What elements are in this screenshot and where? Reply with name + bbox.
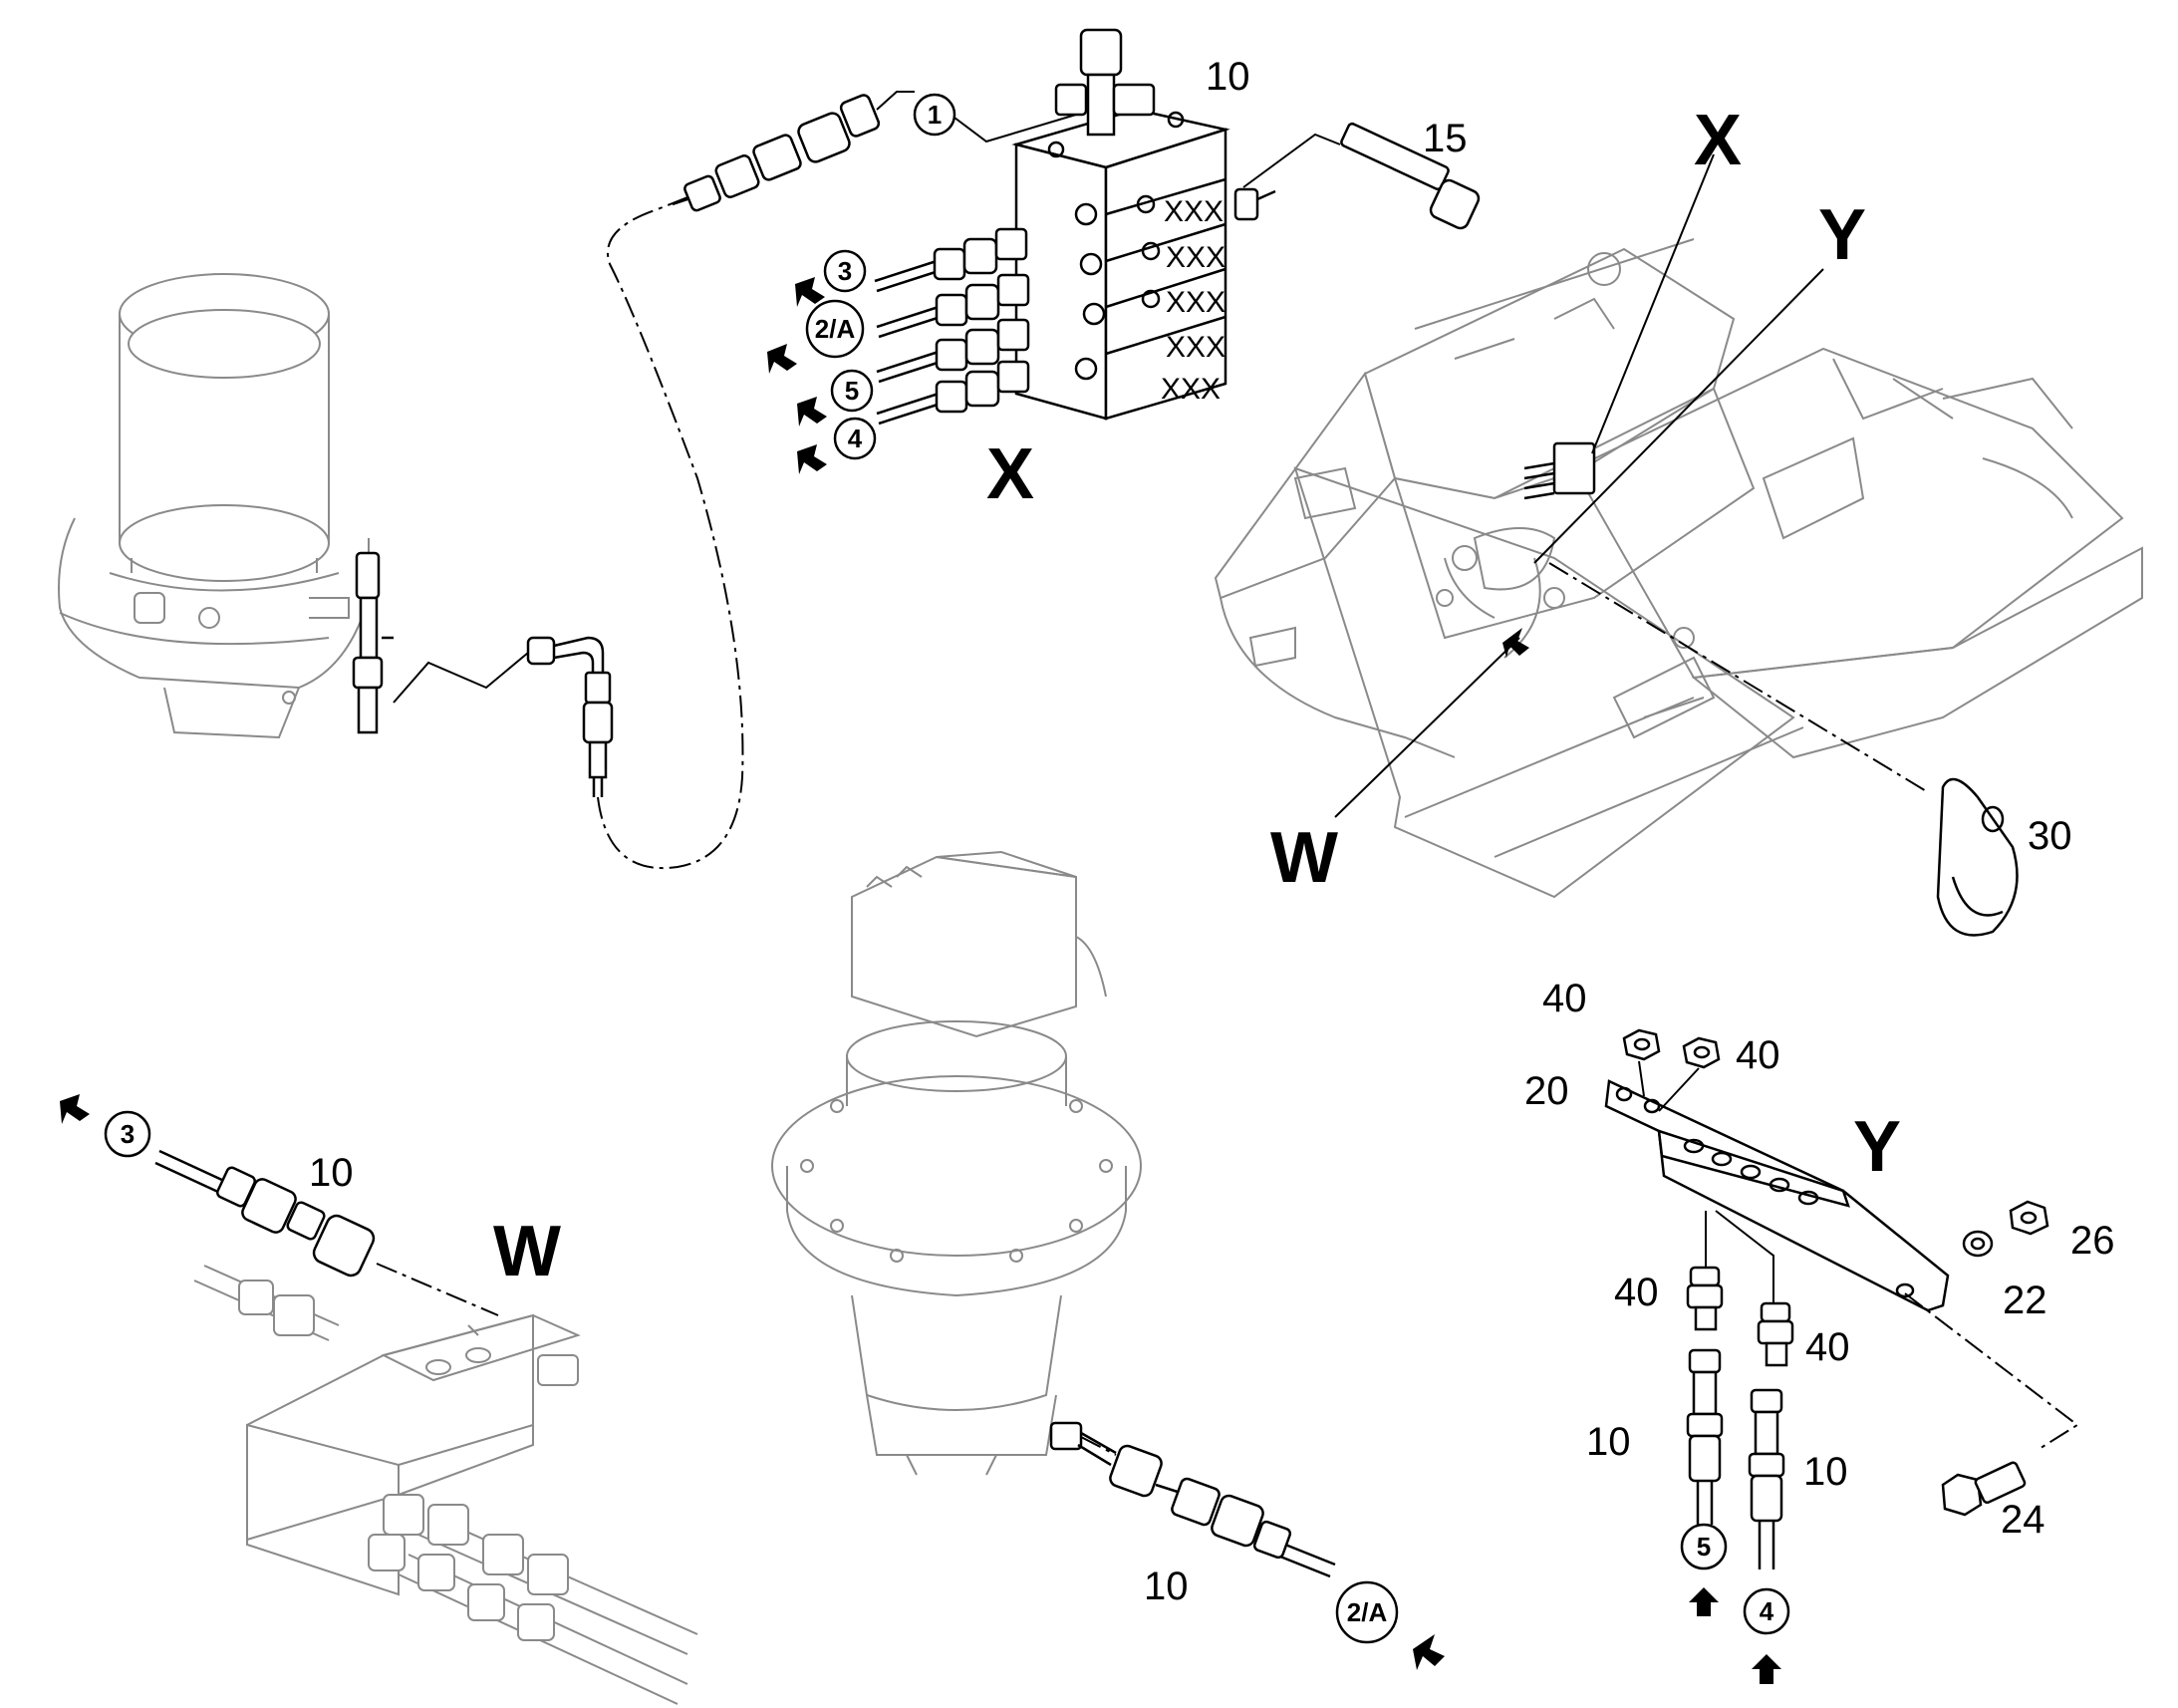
motor-dashed-line — [1080, 1436, 1117, 1456]
clamp-30 — [1936, 777, 2019, 937]
y-washer-22 — [1962, 1230, 1994, 1258]
motor-grease-fitting — [1049, 1421, 1117, 1467]
x-arrow-4 — [797, 444, 827, 474]
callout-y-40a: 40 — [1542, 977, 1587, 1020]
svg-text:2/A: 2/A — [1347, 1597, 1388, 1627]
motor-hose-fittings — [1109, 1444, 1336, 1578]
y-arrow-4 — [1752, 1654, 1781, 1684]
callout-x-15: 15 — [1423, 117, 1468, 160]
x-arrow-2a — [767, 344, 797, 374]
y-bolt-24 — [1941, 1461, 2027, 1517]
divider-valve-top-tee — [1054, 28, 1156, 137]
travel-motor-illustration — [771, 850, 1142, 1476]
pump-to-valve-hose-line — [597, 196, 744, 870]
frame-label-x: X — [1694, 101, 1742, 180]
divider-valve-block: XXX XXX XXX XXX XXX — [1011, 108, 1230, 421]
x-circled-5: 5 — [830, 369, 874, 413]
callout-y-40b: 40 — [1736, 1033, 1780, 1077]
y-bolt-dashed-line — [1904, 1292, 2079, 1451]
frame-mounted-valve-block — [1523, 441, 1596, 500]
motor-arrow — [1413, 1634, 1445, 1670]
pump-leader-line — [393, 652, 529, 704]
callout-y-26: 26 — [2070, 1219, 2115, 1263]
view-label-w: W — [493, 1212, 561, 1291]
motor-circled-2a: 2/A — [1335, 1580, 1399, 1644]
frame-label-y: Y — [1818, 195, 1866, 275]
callout-y-10b: 10 — [1803, 1450, 1848, 1494]
y-nut-40b — [1682, 1036, 1721, 1069]
w-arrow-3 — [60, 1094, 90, 1124]
svg-text:5: 5 — [845, 376, 859, 406]
y-fitting-leaders — [1705, 1210, 1774, 1305]
x-circled-3: 3 — [823, 249, 867, 293]
frame-leader-w — [1334, 637, 1520, 818]
svg-text:XXX: XXX — [1166, 286, 1225, 319]
w-circled-3: 3 — [104, 1110, 151, 1158]
svg-text:3: 3 — [121, 1119, 135, 1149]
callout-y-24: 24 — [2001, 1498, 2045, 1542]
callout-y-20: 20 — [1524, 1069, 1569, 1113]
w-valve-block-illustration — [193, 1265, 698, 1705]
x-inlet-fitting — [672, 94, 881, 212]
callout-y-10a: 10 — [1586, 1420, 1631, 1464]
x-circle1-leader — [876, 91, 1077, 143]
frame-arrow-w — [1502, 628, 1529, 658]
y-hose-fitting-5 — [1686, 1348, 1724, 1525]
w-dashed-line — [376, 1263, 499, 1316]
svg-text:XXX: XXX — [1166, 241, 1225, 274]
callout-motor-10: 10 — [1144, 1565, 1189, 1608]
x-circled-2a: 2/A — [805, 299, 865, 359]
view-label-y: Y — [1853, 1107, 1901, 1187]
y-connector-40c — [1686, 1266, 1724, 1331]
frame-label-w: W — [1270, 818, 1338, 898]
svg-text:XXX: XXX — [1161, 373, 1221, 406]
divider-valve-indicator-pin — [1233, 187, 1276, 221]
w-hose-fittings — [154, 1149, 376, 1278]
divider-valve-outlet-fittings — [874, 227, 1030, 426]
y-hose-fitting-4 — [1748, 1388, 1785, 1569]
frame-leader-y — [1533, 268, 1824, 564]
x-arrow-5 — [797, 397, 827, 427]
grease-pump-illustration — [58, 273, 370, 739]
callout-w-10: 10 — [309, 1151, 354, 1195]
x-circled-4: 4 — [833, 417, 877, 460]
x-arrow-3 — [795, 277, 825, 307]
pump-pipe-fitting — [526, 636, 614, 797]
y-circled-5: 5 — [1680, 1523, 1728, 1570]
callout-x-10: 10 — [1206, 55, 1250, 99]
svg-text:3: 3 — [838, 256, 852, 286]
y-connector-40d — [1757, 1301, 1794, 1367]
callout-y-22: 22 — [2003, 1279, 2047, 1322]
callout-30: 30 — [2028, 814, 2072, 858]
y-nut-40a — [1622, 1028, 1661, 1061]
view-label-x: X — [986, 434, 1034, 514]
y-circled-4: 4 — [1743, 1587, 1790, 1635]
svg-text:XXX: XXX — [1164, 195, 1224, 228]
svg-text:2/A: 2/A — [815, 314, 856, 344]
x-circled-1: 1 — [913, 93, 956, 137]
pump-outlet-fitting — [352, 551, 394, 734]
frame-clamp-dashed-line — [1548, 562, 1929, 793]
y-nut-leaders — [1638, 1060, 1700, 1112]
frame-leader-x — [1591, 153, 1715, 454]
y-nut-26 — [2009, 1200, 2049, 1236]
svg-text:1: 1 — [928, 100, 942, 130]
svg-text:XXX: XXX — [1166, 331, 1225, 364]
svg-text:4: 4 — [1760, 1596, 1774, 1626]
svg-text:5: 5 — [1697, 1532, 1711, 1562]
y-bracket — [1604, 1079, 1950, 1312]
machine-frame-illustration — [1214, 238, 2143, 899]
x-screw-15 — [1242, 122, 1481, 230]
y-arrow-5 — [1689, 1587, 1719, 1616]
callout-y-40d: 40 — [1805, 1325, 1850, 1369]
svg-text:4: 4 — [848, 424, 863, 453]
callout-y-40c: 40 — [1614, 1271, 1659, 1314]
